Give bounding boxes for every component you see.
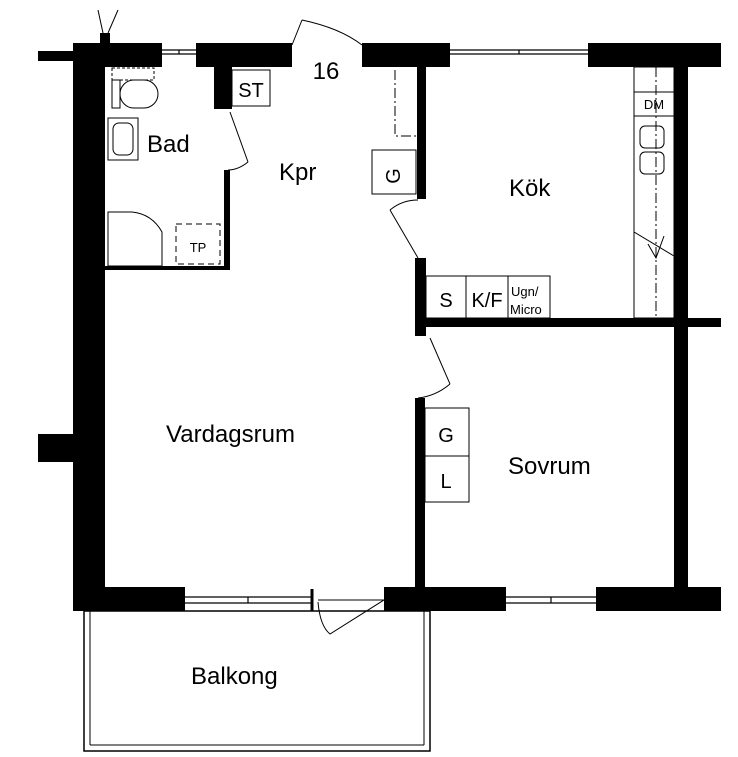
wall-left <box>73 43 105 611</box>
label-kok: Kök <box>509 175 551 202</box>
label-s: S <box>439 290 452 312</box>
hall-fixtures <box>231 69 417 195</box>
hall-cabinet-dashed <box>394 70 417 137</box>
wall-kitchen-bottom <box>426 318 721 327</box>
windows <box>162 49 596 604</box>
wall-bottom-segment-2 <box>384 587 506 611</box>
door-entrance <box>291 19 363 46</box>
label-st: ST <box>238 80 264 102</box>
label-kpr: Kpr <box>279 159 316 186</box>
balcony <box>83 610 431 752</box>
stove-top-lower <box>639 151 665 175</box>
bedroom-fixtures <box>424 407 470 503</box>
wall-bottom-segment-1 <box>73 587 185 611</box>
door-bedroom <box>417 337 451 399</box>
label-tp: TP <box>190 240 207 255</box>
label-sovrum: Sovrum <box>508 453 591 480</box>
wall-top-segment-3 <box>362 43 450 67</box>
door-balcony <box>310 589 385 635</box>
stove-top-upper <box>639 125 665 149</box>
doors <box>97 9 451 635</box>
sink-icon <box>107 117 139 161</box>
washing-machine-outline <box>111 67 155 81</box>
wall-kitchen-left-lower <box>415 258 426 336</box>
wall-top-left-stub <box>38 51 78 61</box>
window-bedroom <box>506 596 596 604</box>
kitchen-fixtures <box>425 66 675 319</box>
bathroom-fixtures <box>107 67 221 267</box>
interior-walls <box>105 67 721 589</box>
label-kf: K/F <box>471 290 502 312</box>
label-bad: Bad <box>147 131 190 158</box>
window-kitchen <box>450 49 588 55</box>
label-balkong: Balkong <box>191 663 278 690</box>
oven-ugn-box <box>507 275 551 319</box>
wardrobe-l-bedroom <box>424 455 470 503</box>
label-ugn: Ugn/ <box>511 284 539 299</box>
wall-bath-right-lower <box>224 170 230 270</box>
wall-top-segment-2 <box>196 43 292 67</box>
tp-box <box>175 223 221 265</box>
wardrobe-g-hall <box>371 149 417 195</box>
wall-bath-bottom <box>105 266 230 270</box>
door-kitchen <box>389 199 419 259</box>
toilet-icon <box>111 79 159 109</box>
window-living <box>185 596 312 604</box>
label-g-hall: G <box>383 168 405 184</box>
label-g-bedroom: G <box>438 425 454 447</box>
wall-bedroom-left <box>415 398 425 589</box>
label-l-bedroom: L <box>440 471 451 493</box>
window-bath <box>162 49 196 55</box>
door-bathroom <box>227 111 249 171</box>
counter-right <box>633 66 675 319</box>
shower-icon <box>107 211 163 267</box>
unit-number: 16 <box>313 58 340 85</box>
wall-bottom-segment-3 <box>596 587 721 611</box>
label-micro: Micro <box>510 302 542 317</box>
exterior-walls <box>38 33 721 611</box>
label-vardagsrum: Vardagsrum <box>166 421 295 448</box>
wall-kitchen-left-upper <box>417 67 426 199</box>
label-dm: DM <box>644 97 664 112</box>
labels: 16 ST Bad Kpr G Kök DM TP S K/F Ugn/ Mic… <box>147 58 664 690</box>
wall-right <box>674 43 688 589</box>
balcony-outline <box>83 610 431 752</box>
st-box <box>231 69 271 107</box>
vent-shaft <box>100 33 110 45</box>
wall-top-segment-4 <box>588 43 721 67</box>
wall-left-pier <box>38 434 78 462</box>
wall-bath-right-upper <box>214 67 222 109</box>
